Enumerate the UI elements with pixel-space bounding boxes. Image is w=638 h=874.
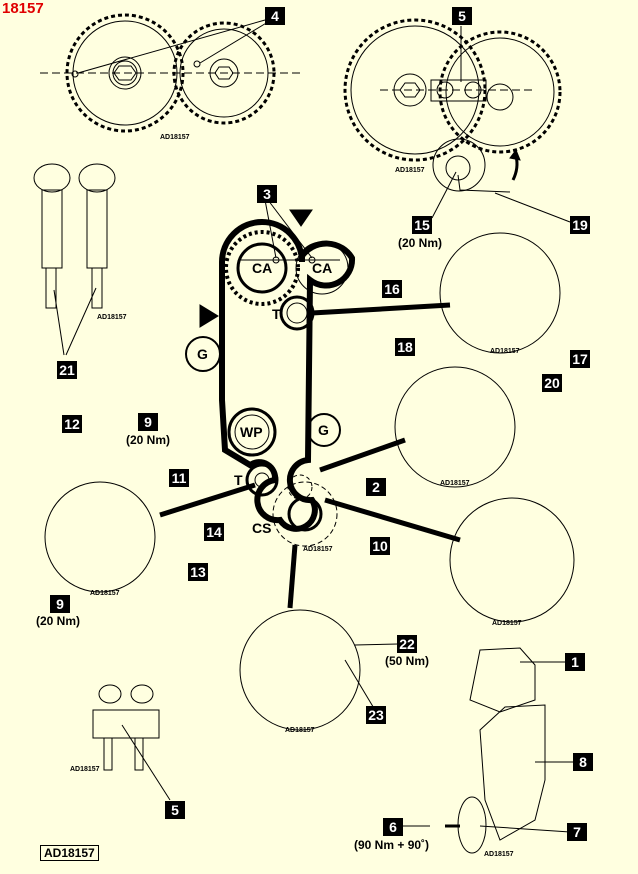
torque-15: (20 Nm) xyxy=(398,236,443,250)
inset-code: AD18157 xyxy=(484,851,514,858)
inset-code: AD18157 xyxy=(395,167,425,174)
callout-9-upper: 9 xyxy=(138,413,158,431)
torque-9-upper: (20 Nm) xyxy=(126,433,171,447)
crankshaft-label: CS xyxy=(252,520,272,536)
callout-23: 23 xyxy=(366,706,386,724)
inset-crank-pulley-marks xyxy=(449,497,575,623)
timing-belt xyxy=(219,219,356,532)
inset-code: AD18157 xyxy=(70,766,100,773)
callout-5-bottom: 5 xyxy=(165,801,185,819)
callout-8: 8 xyxy=(573,753,593,771)
camshaft-left-label: CA xyxy=(252,260,273,276)
callout-1: 1 xyxy=(565,653,585,671)
inset-code: AD18157 xyxy=(303,546,333,553)
torque-9-lower: (20 Nm) xyxy=(36,614,81,628)
callout-10: 10 xyxy=(370,537,390,555)
callout-3: 3 xyxy=(257,185,277,203)
guide-left-label: G xyxy=(197,346,208,362)
inset-code: AD18157 xyxy=(492,620,522,627)
inset-code: AD18157 xyxy=(490,348,520,355)
inset-tensioner-lower xyxy=(44,481,156,593)
camshaft-gears-top-right xyxy=(343,18,571,223)
timing-covers xyxy=(402,647,575,854)
camshaft-gears-top-left xyxy=(40,13,300,133)
reference-code-box: AD18157 xyxy=(40,845,99,861)
tensioner-lower-label: T xyxy=(234,472,243,488)
callout-7: 7 xyxy=(567,823,587,841)
callout-17: 17 xyxy=(570,350,590,368)
callout-16: 16 xyxy=(382,280,402,298)
callout-15: 15 xyxy=(412,216,432,234)
inset-crank-timing-marks xyxy=(394,366,516,488)
torque-6: (90 Nm + 90˚) xyxy=(354,838,430,852)
inset-code: AD18157 xyxy=(440,480,470,487)
inset-crank-sprocket xyxy=(239,609,361,731)
callout-9-lower: 9 xyxy=(50,595,70,613)
callout-22: 22 xyxy=(397,635,417,653)
callout-21: 21 xyxy=(57,361,77,379)
callout-2: 2 xyxy=(366,478,386,496)
callout-13: 13 xyxy=(188,563,208,581)
inset-code: AD18157 xyxy=(160,134,190,141)
callout-6: 6 xyxy=(383,818,403,836)
callout-20: 20 xyxy=(542,374,562,392)
locking-pins-21 xyxy=(33,163,116,356)
inset-tensioner-upper xyxy=(439,232,561,354)
tensioner-upper-label: T xyxy=(272,306,281,322)
callout-18: 18 xyxy=(395,338,415,356)
camshaft-right-label: CA xyxy=(312,260,333,276)
water-pump-label: WP xyxy=(240,424,263,440)
callout-12: 12 xyxy=(62,415,82,433)
guide-right-label: G xyxy=(318,422,329,438)
inset-code: AD18157 xyxy=(97,314,127,321)
callout-5-top: 5 xyxy=(452,7,472,25)
callout-4: 4 xyxy=(265,7,285,25)
callout-19: 19 xyxy=(570,216,590,234)
callout-11: 11 xyxy=(169,469,189,487)
inset-code: AD18157 xyxy=(90,590,120,597)
callout-14: 14 xyxy=(204,523,224,541)
torque-22: (50 Nm) xyxy=(385,654,430,668)
figure-number: 18157 xyxy=(2,0,44,17)
locking-tool-5 xyxy=(92,684,171,801)
inset-code: AD18157 xyxy=(285,727,315,734)
